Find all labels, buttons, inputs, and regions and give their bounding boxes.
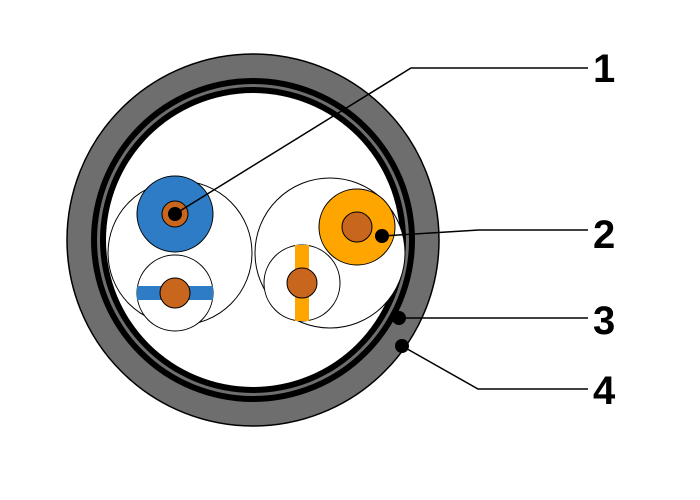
leader-dot-3 bbox=[392, 311, 406, 325]
orange-wire-conductor bbox=[341, 211, 373, 243]
callout-label-3: 3 bbox=[593, 299, 615, 343]
orange-white-wire-conductor bbox=[286, 267, 318, 299]
leader-dot-1 bbox=[168, 207, 182, 221]
callout-label-4: 4 bbox=[593, 369, 616, 413]
callout-label-1: 1 bbox=[593, 47, 615, 91]
leader-line-2 bbox=[381, 229, 588, 237]
leader-dot-2 bbox=[375, 229, 389, 243]
leader-line-1 bbox=[174, 67, 588, 215]
callout-label-2: 2 bbox=[593, 213, 615, 257]
blue-white-wire-conductor bbox=[159, 277, 191, 309]
leader-line-4 bbox=[401, 345, 588, 390]
leader-dot-4 bbox=[395, 339, 409, 353]
